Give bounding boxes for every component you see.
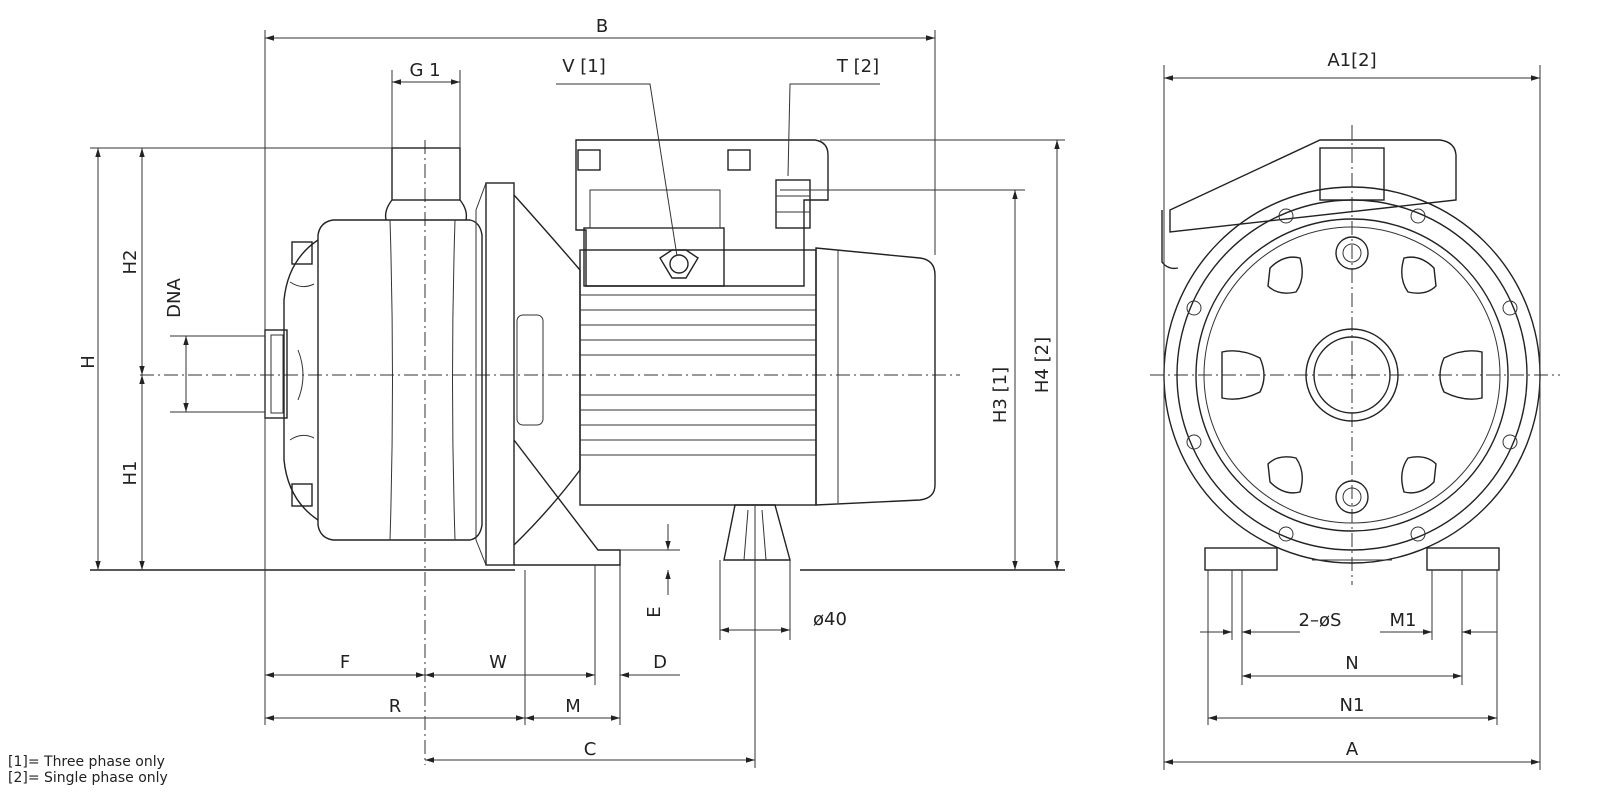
note-three-phase: [1]= Three phase only bbox=[8, 754, 165, 770]
dim-label-h: H bbox=[78, 355, 99, 369]
dim-label-h4: H4 [2] bbox=[1032, 337, 1053, 393]
dim-label-a1: A1[2] bbox=[1327, 50, 1376, 71]
dim-label-m: M bbox=[565, 696, 581, 717]
dim-label-2s: 2–øS bbox=[1299, 610, 1342, 631]
dim-label-d: D bbox=[653, 652, 667, 673]
dim-label-w: W bbox=[489, 652, 507, 673]
dim-label-b: B bbox=[596, 16, 608, 37]
outlet-port bbox=[384, 147, 468, 221]
dim-label-e: E bbox=[644, 606, 665, 617]
flange bbox=[475, 182, 515, 566]
note-single-phase: [2]= Single phase only bbox=[8, 770, 168, 786]
dim-label-m1: M1 bbox=[1390, 610, 1417, 631]
impeller-vents bbox=[1221, 256, 1483, 494]
dim-label-dia40: ø40 bbox=[813, 609, 847, 630]
dim-label-h1: H1 bbox=[120, 461, 141, 486]
dim-label-f: F bbox=[340, 652, 350, 673]
dim-label-c: C bbox=[584, 739, 597, 760]
front-view bbox=[1150, 65, 1560, 770]
dim-label-r: R bbox=[389, 696, 402, 717]
dim-label-v: V [1] bbox=[562, 56, 606, 77]
motor-body bbox=[579, 247, 936, 506]
dim-label-dna: DNA bbox=[164, 277, 185, 317]
dim-label-n1: N1 bbox=[1340, 695, 1365, 716]
dim-label-a: A bbox=[1346, 739, 1359, 760]
dim-label-h2: H2 bbox=[120, 250, 141, 275]
footnotes: [1]= Three phase only [2]= Single phase … bbox=[8, 754, 168, 786]
motor-foot bbox=[723, 504, 791, 600]
dim-label-t: T [2] bbox=[836, 56, 879, 77]
terminal-box bbox=[575, 139, 829, 287]
dim-label-h3: H3 [1] bbox=[990, 367, 1011, 423]
pump-casing bbox=[264, 219, 483, 541]
dim-label-n: N bbox=[1345, 653, 1358, 674]
side-view bbox=[90, 30, 1065, 768]
dim-label-g1: G 1 bbox=[409, 60, 440, 81]
